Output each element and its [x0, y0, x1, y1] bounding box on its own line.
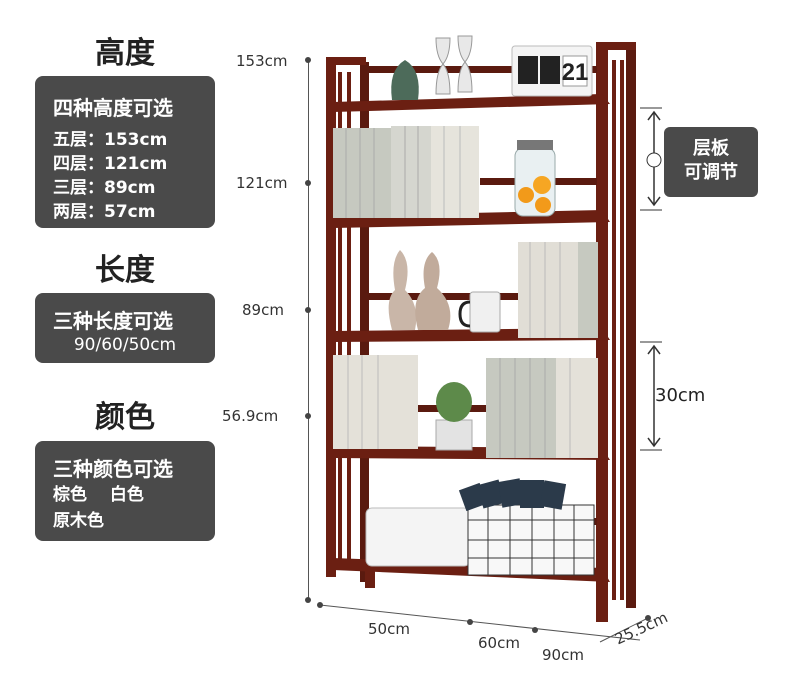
color-heading: 颜色	[95, 400, 155, 435]
height-dimension-line	[308, 60, 309, 600]
height-tick-89	[305, 307, 311, 313]
length-panel: 三种长度可选 90/60/50cm	[35, 293, 215, 363]
shelf-gap-label: 30cm	[655, 385, 706, 406]
color-panel-title: 三种颜色可选	[53, 457, 173, 481]
length-panel-title: 三种长度可选	[53, 309, 173, 333]
height-tick-bottom	[305, 597, 311, 603]
height-tick-top	[305, 57, 311, 63]
height-option-4: 四层：121cm	[53, 154, 168, 174]
color-options-line1: 棕色 白色	[53, 485, 144, 505]
adjustable-shelf-tag: 层板 可调节	[664, 127, 758, 197]
height-heading: 高度	[95, 36, 155, 71]
height-option-5: 五层：153cm	[53, 130, 168, 150]
svg-text:21: 21	[562, 59, 589, 86]
adjustable-tag-line2: 可调节	[684, 162, 738, 183]
width-label-90: 90cm	[542, 646, 584, 664]
height-label-121: 121cm	[236, 174, 288, 192]
height-panel: 四种高度可选 五层：153cm 四层：121cm 三层：89cm 两层：57cm	[35, 76, 215, 228]
height-label-89: 89cm	[242, 301, 284, 319]
width-label-60: 60cm	[478, 634, 520, 652]
width-label-50: 50cm	[368, 620, 410, 638]
height-tick-57	[305, 413, 311, 419]
height-label-153: 153cm	[236, 52, 288, 70]
height-label-57: 56.9cm	[222, 407, 279, 425]
height-tick-121	[305, 180, 311, 186]
height-option-3: 三层：89cm	[53, 178, 156, 198]
adjustable-tag-line1: 层板	[693, 138, 729, 159]
color-options-line2: 原木色	[53, 511, 104, 531]
length-options: 90/60/50cm	[73, 335, 177, 355]
height-panel-title: 四种高度可选	[53, 96, 173, 120]
height-option-2: 两层：57cm	[53, 202, 156, 222]
color-panel: 三种颜色可选 棕色 白色 原木色	[35, 441, 215, 541]
length-heading: 长度	[95, 253, 155, 288]
